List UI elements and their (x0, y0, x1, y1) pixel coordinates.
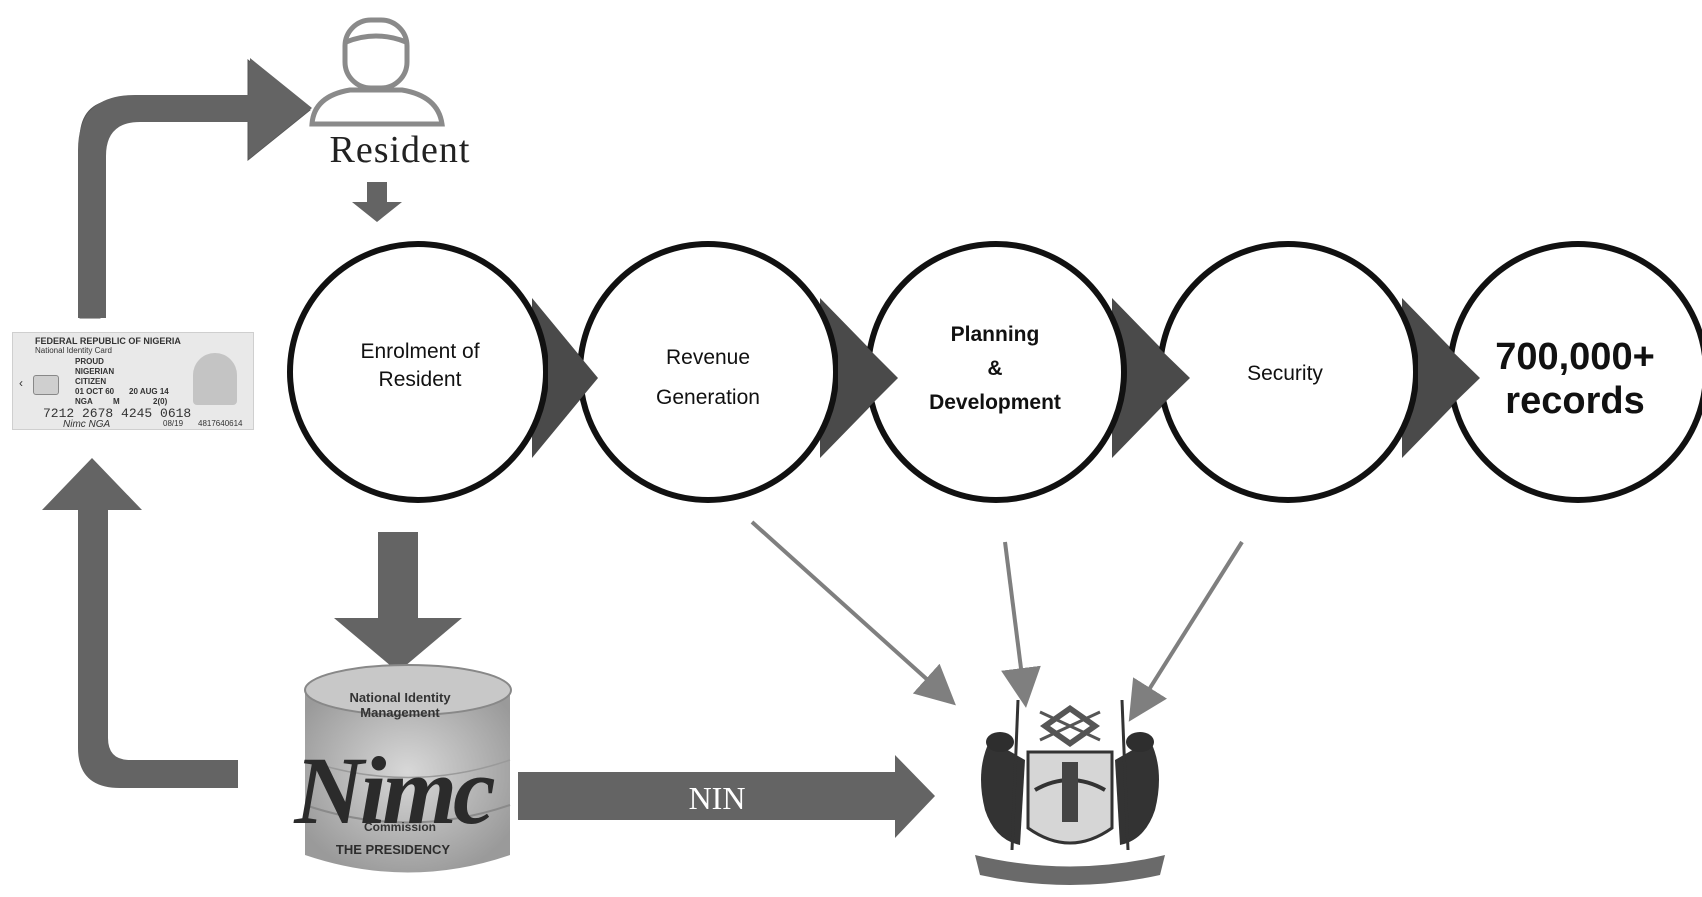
resident-label: Resident (329, 129, 471, 171)
id-card-serial: 4817640614 (198, 419, 243, 428)
step-label-security-line-1: Security (1247, 362, 1323, 385)
nin-arrow-label: NIN (689, 780, 746, 816)
revenue-to-gov-arrow (750, 520, 956, 706)
nimc-arc-text: National Identity Management (349, 690, 451, 720)
step-label-enrolment-line-1: Enrolment of (360, 340, 480, 363)
step-label-records: 700,000+ records (1450, 335, 1700, 423)
id-card-issued: 20 AUG 14 (129, 387, 169, 396)
step-label-planning: Planning & Development (870, 318, 1120, 420)
step-label-planning-line-1: Planning (950, 323, 1040, 346)
step-circle-enrolment (287, 241, 549, 503)
enrolment-to-nimc-arrow (334, 532, 462, 672)
id-card-height: 2(0) (153, 397, 168, 406)
id-card-chip-icon (33, 375, 59, 395)
id-card-back-arrow-icon: ‹ (19, 376, 23, 390)
nimc-logo-text: Nimc (294, 737, 495, 844)
id-card-country: NGA (75, 397, 93, 406)
id-card-status: CITIZEN (75, 377, 107, 386)
step-label-security: Security (1160, 362, 1410, 386)
chevron-3-tip (1128, 318, 1190, 438)
person-icon (309, 17, 445, 127)
coat-of-arms-icon (975, 699, 1165, 885)
resident-to-enrolment-arrow (352, 182, 402, 222)
id-card-dob: 01 OCT 60 (75, 387, 115, 396)
national-id-card: FEDERAL REPUBLIC OF NIGERIA National Ide… (12, 332, 254, 430)
nin-arrow (518, 755, 935, 838)
id-card-photo (193, 353, 237, 405)
id-card-sex: M (113, 397, 120, 406)
planning-to-gov-arrow (1001, 541, 1041, 708)
step-label-enrolment-line-2: Resident (378, 368, 462, 391)
chevron-4-tip (1418, 318, 1480, 438)
nimc-presidency-text: THE PRESIDENCY (335, 842, 451, 857)
step-label-planning-line-3: Development (929, 391, 1061, 414)
step-label-revenue-line-1: Revenue (665, 346, 751, 369)
step-label-planning-line-2: & (987, 357, 1003, 380)
chevron-1-tip (548, 318, 598, 438)
nimc-to-card-arrow (42, 458, 238, 788)
database-icon (300, 664, 515, 875)
step-label-revenue: Revenue Generation (588, 338, 828, 418)
id-card-number: 7212 2678 4245 0618 (43, 406, 192, 421)
step-label-records-line-2: records (1505, 380, 1645, 422)
id-card-nationality: NIGERIAN (75, 367, 115, 376)
id-card-header: FEDERAL REPUBLIC OF NIGERIA (35, 336, 181, 346)
step-label-revenue-line-2: Generation (656, 386, 760, 409)
id-card-surname: PROUD (75, 357, 104, 366)
id-card-expiry: 08/19 (163, 419, 184, 428)
security-to-gov-arrow (1128, 540, 1244, 722)
card-to-resident-arrow-body (78, 58, 312, 318)
step-label-records-line-1: 700,000+ (1495, 336, 1655, 378)
id-card-subheader: National Identity Card (35, 346, 112, 355)
step-label-enrolment: Enrolment of Resident (300, 338, 540, 394)
id-card-brand: Nimc NGA (63, 419, 111, 430)
chevron-2-tip (838, 318, 898, 438)
nimc-commission-text: Commission (363, 820, 436, 834)
